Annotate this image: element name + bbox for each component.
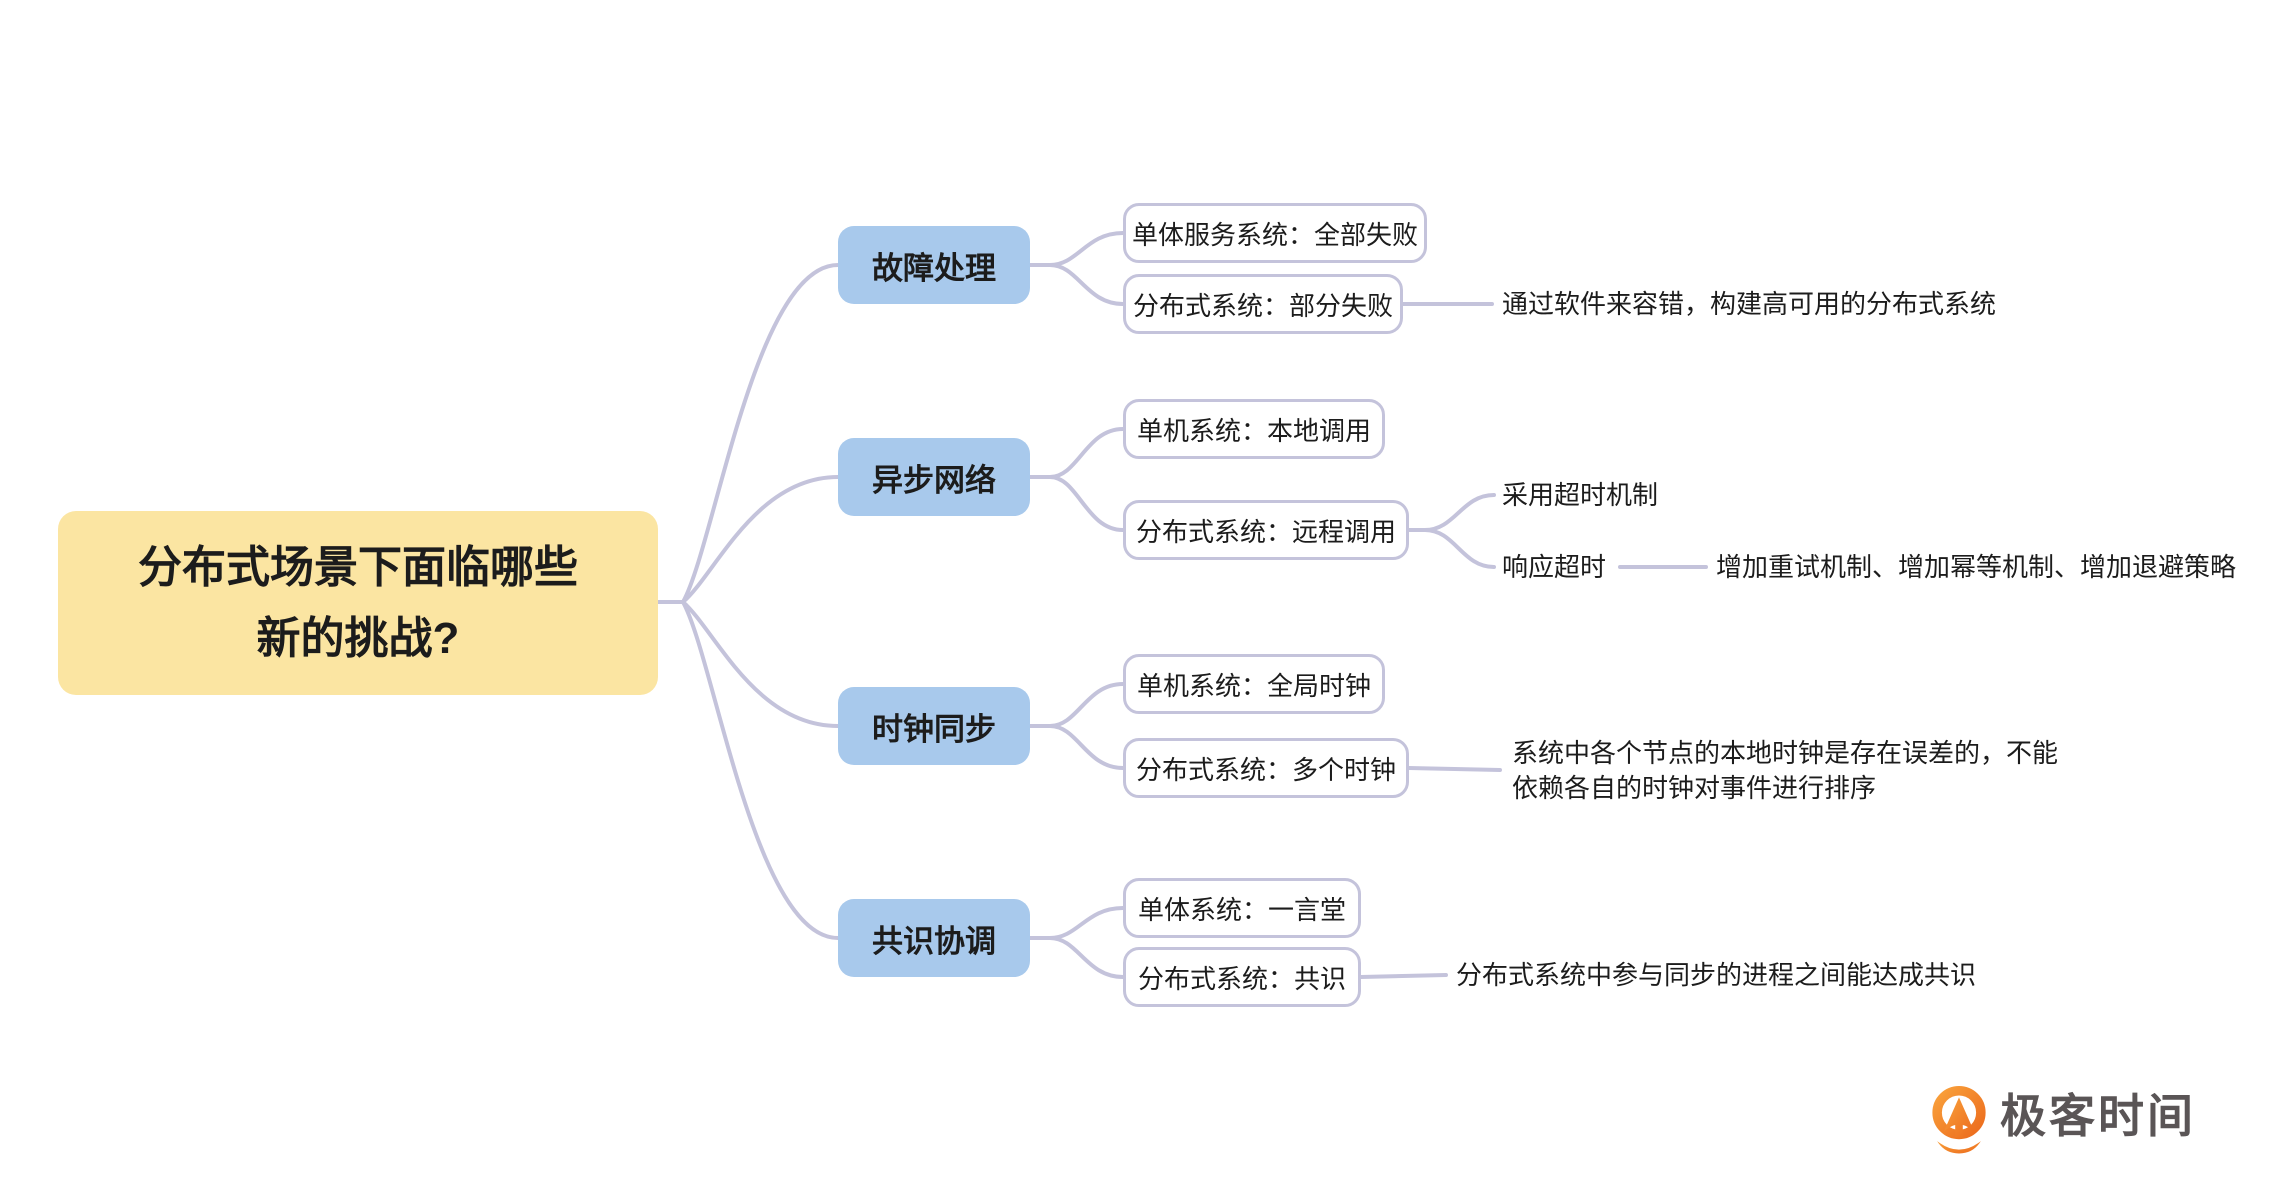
note-response-timeout[interactable]: 响应超时: [1502, 552, 1607, 582]
branch-node-fault-handling[interactable]: 故障处理: [838, 226, 1030, 304]
connector-root-consensus: [681, 600, 840, 940]
connector-consensusleaf-note: [1359, 973, 1448, 979]
connector-remotecall-timeout: [1423, 493, 1496, 532]
note-retry-idempotent-backoff[interactable]: 增加重试机制、增加幂等机制、增加退避策略: [1716, 552, 2237, 582]
leaf-distributed-remote-call[interactable]: 分布式系统：远程调用: [1123, 500, 1409, 560]
leaf-single-machine-global-clock[interactable]: 单机系统：全局时钟: [1123, 654, 1385, 714]
geektime-logo: 极客时间: [1930, 1086, 2196, 1162]
connector-async-leaf2: [1048, 475, 1125, 532]
branch-node-clock-sync[interactable]: 时钟同步: [838, 687, 1030, 765]
branch-node-consensus-coordination[interactable]: 共识协调: [838, 899, 1030, 977]
root-node[interactable]: 分布式场景下面临哪些 新的挑战?: [58, 511, 658, 695]
connector-remotecall-response: [1423, 528, 1496, 569]
leaf-monolithic-service-all-fail[interactable]: 单体服务系统：全部失败: [1123, 203, 1427, 263]
connector-async-leaf1: [1048, 427, 1125, 479]
note-consensus-description[interactable]: 分布式系统中参与同步的进程之间能达成共识: [1456, 960, 1977, 990]
leaf-distributed-partial-fail[interactable]: 分布式系统：部分失败: [1123, 274, 1403, 334]
branch-node-async-network[interactable]: 异步网络: [838, 438, 1030, 516]
connector-clock-leaf2: [1048, 724, 1125, 770]
geektime-logo-text: 极客时间: [2000, 1090, 2196, 1142]
leaf-distributed-consensus[interactable]: 分布式系统：共识: [1123, 947, 1361, 1007]
note-timeout-mechanism[interactable]: 采用超时机制: [1502, 480, 1659, 510]
connector-fault-leaf2: [1048, 263, 1125, 306]
leaf-monolithic-one-voice[interactable]: 单体系统：一言堂: [1123, 878, 1361, 938]
connector-fault-leaf1: [1048, 231, 1125, 267]
connector-root-clock: [681, 600, 840, 728]
note-clock-skew[interactable]: 系统中各个节点的本地时钟是存在误差的，不能 依赖各自的时钟对事件进行排序: [1512, 738, 2059, 803]
leaf-single-machine-local-call[interactable]: 单机系统：本地调用: [1123, 399, 1385, 459]
leaf-distributed-multiple-clocks[interactable]: 分布式系统：多个时钟: [1123, 738, 1409, 798]
connector-consensus-leaf2: [1048, 936, 1125, 979]
connector-consensus-leaf1: [1048, 906, 1125, 940]
connector-clock-leaf1: [1048, 682, 1125, 728]
connector-root-fault: [681, 263, 840, 604]
geektime-logo-icon: [1932, 1086, 1986, 1154]
connector-root-async: [681, 475, 840, 604]
note-fault-tolerance[interactable]: 通过软件来容错，构建高可用的分布式系统: [1502, 289, 1997, 319]
connector-multiclock-note: [1407, 766, 1502, 772]
